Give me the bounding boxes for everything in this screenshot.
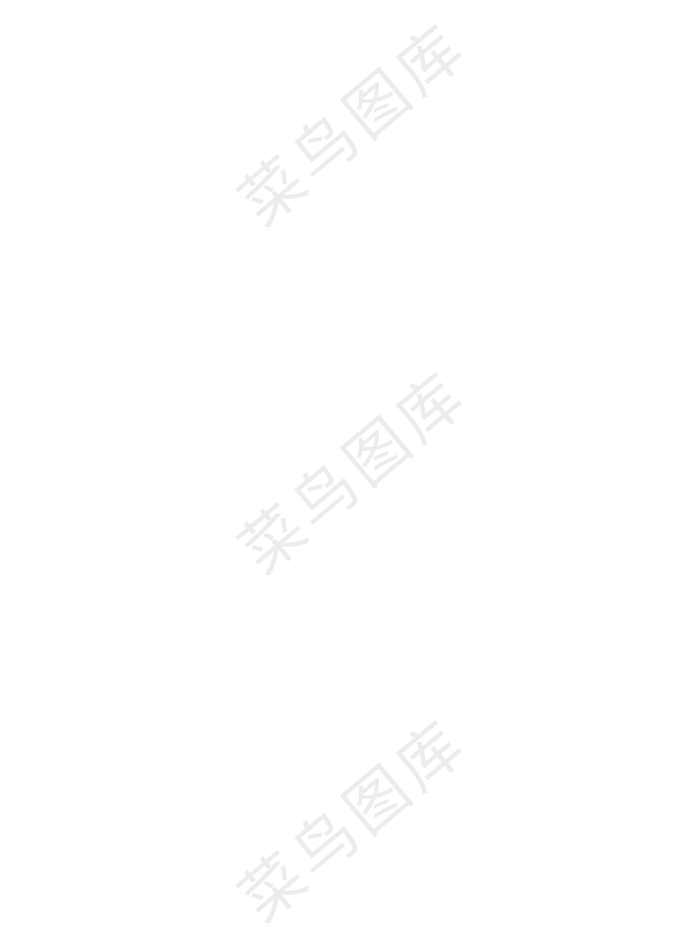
watermark-text: 菜鸟图库 — [225, 356, 482, 588]
watermark-text: 菜鸟图库 — [225, 704, 482, 936]
watermark-text: 菜鸟图库 — [225, 8, 482, 240]
